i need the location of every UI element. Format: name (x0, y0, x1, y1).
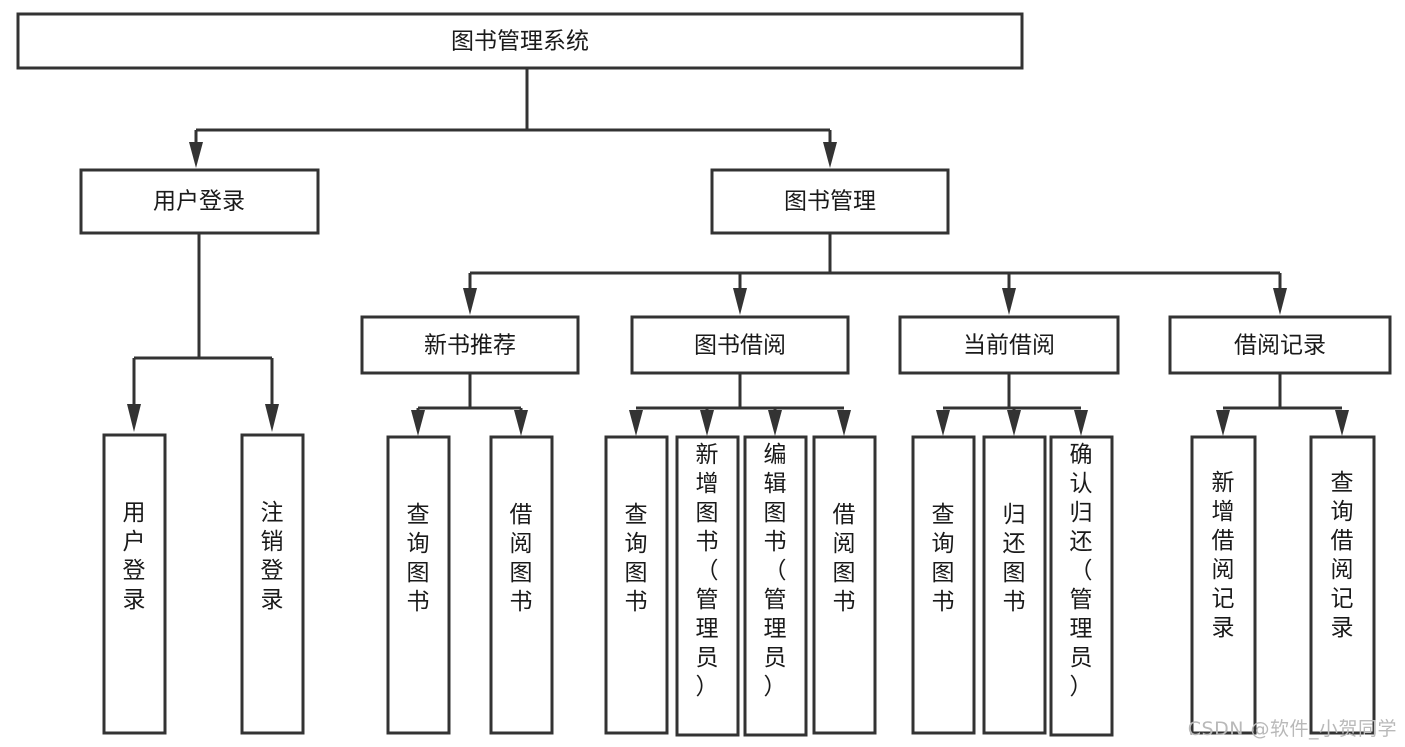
node-leaf-return-book-label: 归还图书 (1003, 502, 1026, 615)
node-leaf-query-book-3[interactable]: 查询图书 (911, 435, 976, 735)
node-leaf-user-login[interactable]: 用户登录 (102, 433, 167, 735)
arrowhead-leaf-borrow-book-1 (514, 410, 528, 436)
arrowhead-leaf-return-book (1007, 410, 1021, 436)
node-leaf-add-book-box[interactable] (675, 435, 740, 737)
arrowhead-book-borrow (733, 288, 747, 315)
node-leaf-borrow-book-2[interactable]: 借阅图书 (812, 435, 877, 735)
node-leaf-add-record[interactable]: 新增借阅记录 (1190, 435, 1257, 735)
node-leaf-query-record[interactable]: 查询借阅记录 (1309, 435, 1376, 735)
node-root-label: 图书管理系统 (451, 29, 589, 55)
node-leaf-borrow-book-1[interactable]: 借阅图书 (489, 435, 554, 735)
node-leaf-logout-login-box[interactable] (240, 433, 305, 735)
arrowhead-current-borrow (1002, 288, 1016, 315)
node-leaf-confirm-return-box[interactable] (1049, 435, 1114, 737)
node-leaf-query-book-2-box[interactable] (604, 435, 669, 735)
node-user-login-box[interactable] (79, 168, 320, 235)
node-leaf-borrow-book-1-label: 借阅图书 (510, 502, 533, 615)
node-leaf-query-book-1[interactable]: 查询图书 (386, 435, 451, 735)
node-leaf-query-book-3-label: 查询图书 (932, 502, 955, 615)
node-book-manage[interactable]: 图书管理 (710, 168, 950, 235)
node-leaf-user-login-label: 用户登录 (123, 500, 146, 613)
node-leaf-query-book-1-box[interactable] (386, 435, 451, 735)
node-current-borrow-box[interactable] (898, 315, 1120, 375)
node-current-borrow[interactable]: 当前借阅 (898, 315, 1120, 375)
node-leaf-user-login-box[interactable] (102, 433, 167, 735)
node-leaf-add-book[interactable]: 新增图书（管理员） (675, 435, 740, 737)
node-book-borrow-label: 图书借阅 (694, 333, 786, 359)
node-user-login[interactable]: 用户登录 (79, 168, 320, 235)
arrowhead-user-login (189, 142, 203, 168)
arrowhead-leaf-query-book-3 (936, 410, 950, 436)
arrowhead-leaf-query-book-1 (411, 410, 425, 436)
arrowhead-borrow-record (1273, 288, 1287, 315)
node-borrow-record-label: 借阅记录 (1234, 333, 1326, 359)
node-leaf-query-book-3-box[interactable] (911, 435, 976, 735)
arrowhead-leaf-confirm-return (1074, 410, 1088, 436)
node-borrow-record[interactable]: 借阅记录 (1168, 315, 1392, 375)
node-leaf-borrow-book-2-label: 借阅图书 (833, 502, 856, 615)
node-leaf-query-book-1-label: 查询图书 (407, 502, 430, 615)
arrowhead-new-book-recommend (463, 288, 477, 315)
node-leaf-add-record-box[interactable] (1190, 435, 1257, 735)
node-leaf-return-book[interactable]: 归还图书 (982, 435, 1047, 735)
node-leaf-query-record-label: 查询借阅记录 (1331, 470, 1354, 641)
arrowhead-book-manage (823, 142, 837, 168)
node-new-book-recommend[interactable]: 新书推荐 (360, 315, 580, 375)
node-leaf-add-record-label: 新增借阅记录 (1212, 470, 1235, 641)
node-leaf-add-book-label: 新增图书（管理员） (696, 442, 719, 700)
node-leaf-query-book-2-label: 查询图书 (625, 502, 648, 615)
arrowhead-leaf-query-record (1335, 410, 1349, 436)
node-leaf-confirm-return[interactable]: 确认归还（管理员） (1049, 435, 1114, 737)
arrowhead-leaf-query-book-2 (629, 410, 643, 436)
node-leaf-confirm-return-label: 确认归还（管理员） (1070, 442, 1093, 700)
node-current-borrow-label: 当前借阅 (963, 333, 1055, 359)
arrowhead-leaf-add-record (1216, 410, 1230, 436)
node-root-box[interactable] (16, 12, 1024, 70)
node-new-book-recommend-label: 新书推荐 (424, 333, 516, 359)
node-book-borrow[interactable]: 图书借阅 (630, 315, 850, 375)
arrowhead-leaf-user-login (127, 404, 141, 432)
node-user-login-label: 用户登录 (153, 189, 245, 215)
arrowhead-leaf-borrow-book-2 (837, 410, 851, 436)
node-leaf-return-book-box[interactable] (982, 435, 1047, 735)
node-leaf-borrow-book-2-box[interactable] (812, 435, 877, 735)
arrowhead-leaf-edit-book (768, 410, 782, 436)
node-leaf-edit-book-box[interactable] (743, 435, 808, 737)
node-borrow-record-box[interactable] (1168, 315, 1392, 375)
node-leaf-borrow-book-1-box[interactable] (489, 435, 554, 735)
arrowhead-leaf-add-book (700, 410, 714, 436)
node-root[interactable]: 图书管理系统 (16, 12, 1024, 70)
node-leaf-query-book-2[interactable]: 查询图书 (604, 435, 669, 735)
connector-layer (127, 68, 1349, 436)
node-book-manage-label: 图书管理 (784, 189, 876, 215)
node-book-borrow-box[interactable] (630, 315, 850, 375)
node-leaf-edit-book-label: 编辑图书（管理员） (764, 442, 787, 700)
node-new-book-recommend-box[interactable] (360, 315, 580, 375)
node-book-manage-box[interactable] (710, 168, 950, 235)
node-leaf-logout-login[interactable]: 注销登录 (240, 433, 305, 735)
node-leaf-edit-book[interactable]: 编辑图书（管理员） (743, 435, 808, 737)
arrowhead-leaf-logout-login (265, 404, 279, 432)
node-leaf-query-record-box[interactable] (1309, 435, 1376, 735)
node-leaf-logout-login-label: 注销登录 (261, 500, 284, 613)
